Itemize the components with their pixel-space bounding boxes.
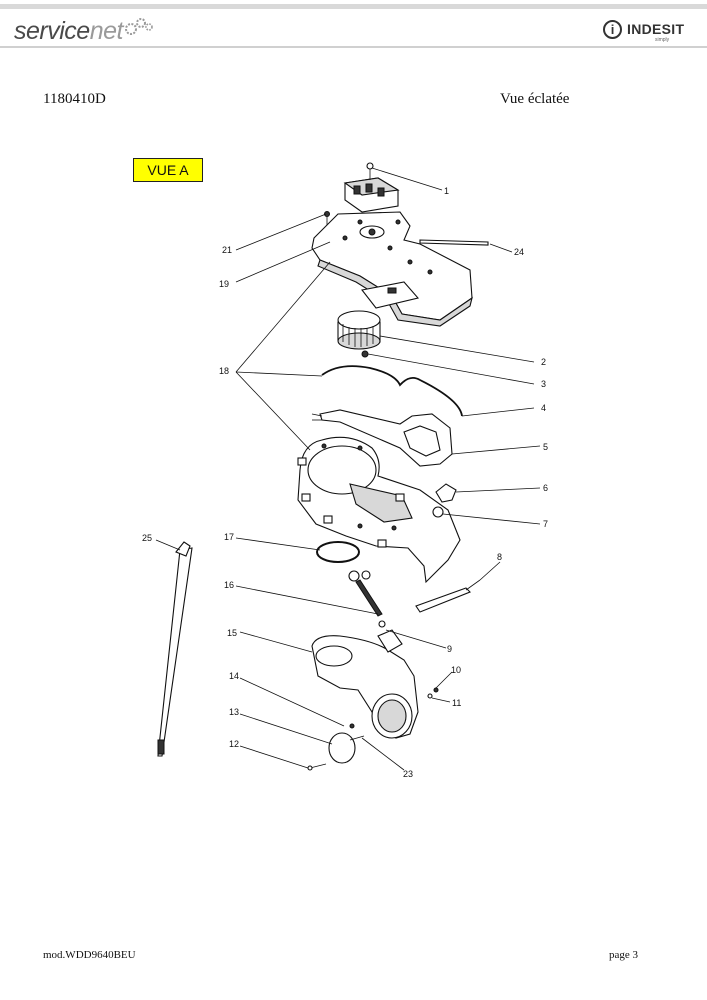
callout-1: 1	[444, 186, 449, 196]
leader-lines	[155, 167, 541, 771]
callout-16: 16	[224, 580, 234, 590]
view-label-badge: VUE A	[133, 158, 203, 182]
document-code: 1180410D	[43, 91, 106, 107]
callout-9: 9	[447, 644, 452, 654]
callout-15: 15	[227, 628, 237, 638]
callout-6: 6	[543, 483, 548, 493]
part-nozzle-6	[432, 483, 457, 518]
part-thermostat-16	[348, 570, 386, 628]
callout-18: 18	[219, 366, 229, 376]
servicenet-logo: servicenet	[14, 17, 154, 46]
callout-23: 23	[403, 769, 413, 779]
header-rule-top	[0, 4, 707, 9]
part-disc-13	[328, 723, 365, 764]
callout-24: 24	[514, 247, 524, 257]
part-screw-21	[324, 211, 330, 226]
callout-21: 21	[222, 245, 232, 255]
part-ring-17	[316, 541, 360, 563]
document-title: Vue éclatée	[500, 91, 570, 107]
footer-model: mod.WDD9640BEU	[43, 949, 136, 961]
part-sensor-8	[415, 579, 481, 613]
part-fan-housing	[297, 436, 461, 584]
callout-labels: 1 2 3 4 5 6 7 8 9 10 11 12 13 14 15 16 1…	[142, 186, 548, 779]
part-screw-12	[307, 763, 327, 771]
callout-8: 8	[497, 552, 502, 562]
part-lower-housing	[311, 629, 419, 739]
gears-icon	[124, 18, 153, 35]
footer-page-number: page 3	[609, 949, 639, 961]
callout-10: 10	[451, 665, 461, 675]
servicenet-logo-main: service	[14, 17, 90, 45]
callout-17: 17	[224, 532, 234, 542]
part-top-cover	[311, 211, 473, 327]
header-rule-bottom	[0, 46, 707, 48]
part-connector-block	[343, 162, 400, 213]
part-rod-24	[419, 239, 489, 246]
callout-25: 25	[142, 533, 152, 543]
part-tube-25	[157, 541, 193, 757]
header-bar: servicenet i INDESIT simply	[0, 0, 707, 50]
part-fan-wheel	[337, 310, 381, 358]
callout-3: 3	[541, 379, 546, 389]
servicenet-logo-accent: net	[89, 17, 124, 45]
callout-2: 2	[541, 357, 546, 367]
indesit-logo-symbol: i	[603, 20, 622, 39]
part-small-10-11	[427, 687, 439, 699]
callout-11: 11	[452, 698, 461, 708]
callout-7: 7	[543, 519, 548, 529]
callout-12: 12	[229, 739, 239, 749]
callout-13: 13	[229, 707, 239, 717]
callout-14: 14	[229, 671, 239, 681]
callout-5: 5	[543, 442, 548, 452]
callout-19: 19	[219, 279, 229, 289]
indesit-logo-word: INDESIT	[627, 21, 685, 37]
indesit-logo-tagline: simply	[655, 37, 670, 43]
callout-4: 4	[541, 403, 546, 413]
part-gasket	[321, 365, 463, 417]
